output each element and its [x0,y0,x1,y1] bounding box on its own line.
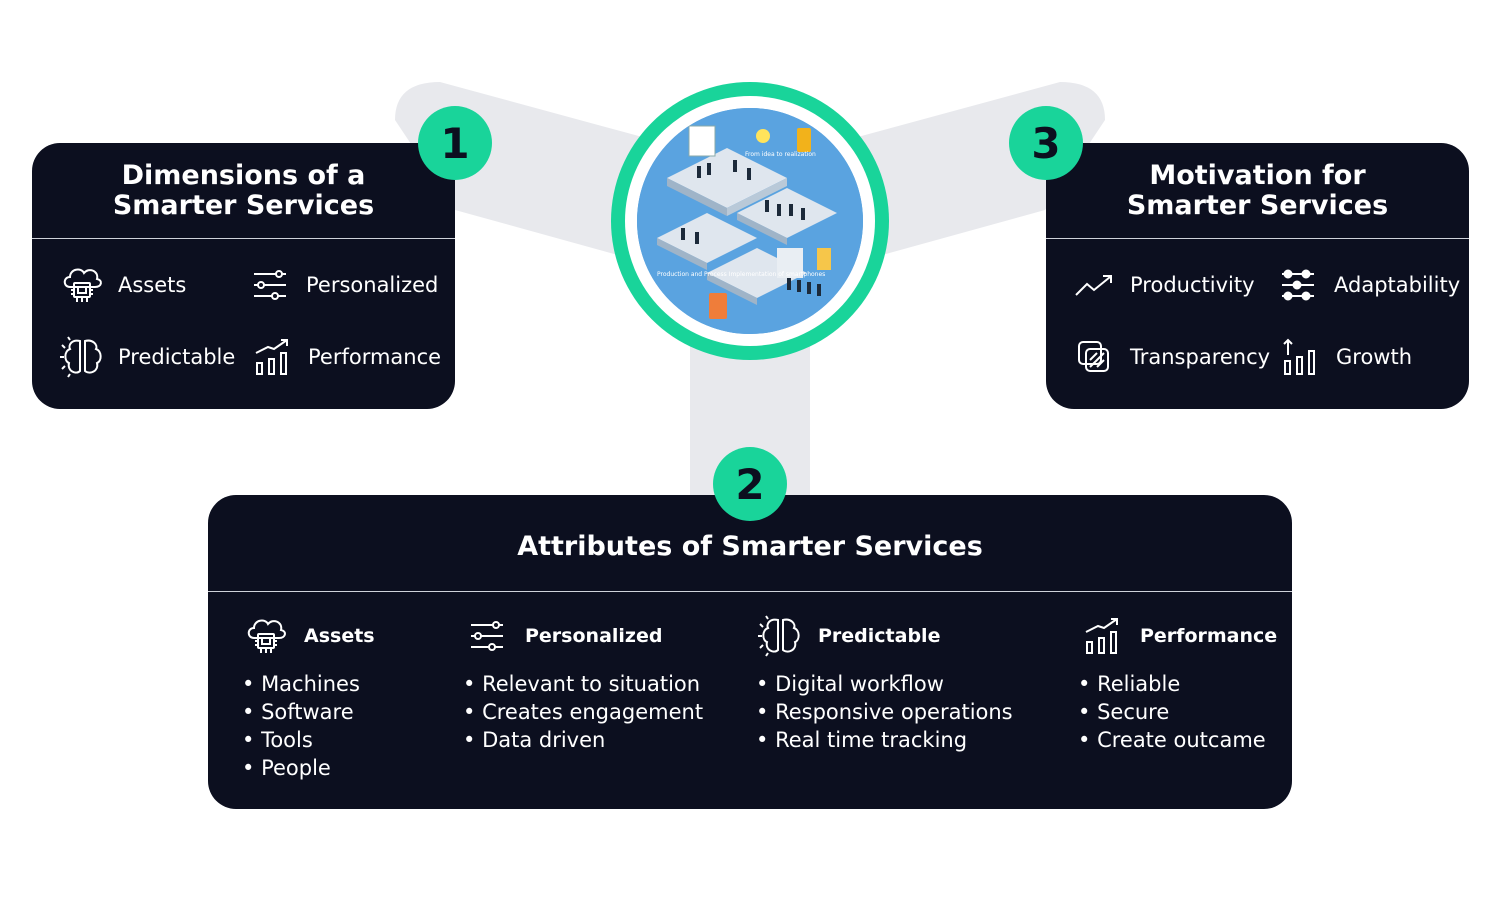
dimension-item-personalized: Personalized [246,261,438,309]
cloud-chip-icon [242,612,290,660]
list-item: Digital workflow [756,670,1013,698]
smart-factory-illustration: From idea to realization Production and … [637,108,863,334]
attribute-heading: Performance [1140,625,1278,647]
attribute-bullet-list: Reliable Secure Create outcame [1078,670,1277,754]
sliders-icon [463,612,511,660]
motivation-label: Adaptability [1334,273,1461,297]
list-item: Software [242,698,375,726]
list-item: Create outcame [1078,726,1277,754]
dimension-item-assets: Assets [58,261,186,309]
adjust-dots-icon [1274,261,1322,309]
attribute-heading: Personalized [525,625,663,647]
bar-growth-icon [1078,612,1126,660]
panel-attributes-title: Attributes of Smarter Services [517,531,983,562]
attribute-column-predictable: Predictable Digital workflow Responsive … [756,612,1013,754]
cloud-chip-icon [58,261,106,309]
attribute-column-personalized: Personalized Relevant to situation Creat… [463,612,703,754]
bar-growth-icon [248,333,296,381]
panel-attributes: Attributes of Smarter Services [208,495,1292,809]
panel-divider [32,238,455,239]
motivation-label: Growth [1336,345,1413,369]
hub-caption-bottom: Production and Process Implementation of… [657,271,825,278]
attribute-heading: Assets [304,625,375,647]
hub-inner: From idea to realization Production and … [625,96,875,346]
badge-2: 2 [713,447,787,521]
dimension-label: Performance [308,345,442,369]
motivation-item-growth: Growth [1276,333,1412,381]
attribute-bullet-list: Digital workflow Responsive operations R… [756,670,1013,754]
badge-3: 3 [1009,106,1083,180]
list-item: Responsive operations [756,698,1013,726]
brain-icon [756,612,804,660]
sliders-icon [246,261,294,309]
badge-1: 1 [418,106,492,180]
panel-dimensions: Dimensions of a Smarter Services Assets … [32,143,455,409]
attribute-bullet-list: Relevant to situation Creates engagement… [463,670,703,754]
brain-icon [58,333,106,381]
title-line-2: Smarter Services [112,190,375,221]
list-item: Relevant to situation [463,670,703,698]
motivation-item-transparency: Transparency [1070,333,1270,381]
bar-arrow-icon [1276,333,1324,381]
dimension-label: Personalized [306,273,439,297]
panel-divider [208,591,1292,592]
attribute-heading: Predictable [818,625,941,647]
motivation-label: Productivity [1130,273,1255,297]
title-line-1: Motivation for [1149,160,1366,191]
layers-icon [1070,333,1118,381]
list-item: Creates engagement [463,698,703,726]
attribute-column-assets: Assets Machines Software Tools People [242,612,375,782]
title-line-1: Dimensions of a [121,160,366,191]
list-item: Tools [242,726,375,754]
list-item: People [242,754,375,782]
hub-caption-top: From idea to realization [745,151,816,158]
trend-up-icon [1070,261,1118,309]
dimension-item-predictable: Predictable [58,333,235,381]
dimension-label: Assets [118,273,187,297]
hub-ring: From idea to realization Production and … [611,82,889,360]
title-line-2: Smarter Services [1126,190,1389,221]
list-item: Reliable [1078,670,1277,698]
attribute-bullet-list: Machines Software Tools People [242,670,375,782]
dimension-item-performance: Performance [248,333,441,381]
motivation-item-adaptability: Adaptability [1274,261,1460,309]
list-item: Secure [1078,698,1277,726]
panel-motivation-title: Motivation for Smarter Services [1046,161,1469,221]
list-item: Data driven [463,726,703,754]
attribute-column-performance: Performance Reliable Secure Create outca… [1078,612,1277,754]
panel-divider [1046,238,1469,239]
dimension-label: Predictable [118,345,236,369]
list-item: Machines [242,670,375,698]
motivation-item-productivity: Productivity [1070,261,1255,309]
list-item: Real time tracking [756,726,1013,754]
motivation-label: Transparency [1130,345,1271,369]
panel-motivation: Motivation for Smarter Services Producti… [1046,143,1469,409]
panel-dimensions-title: Dimensions of a Smarter Services [32,161,455,221]
